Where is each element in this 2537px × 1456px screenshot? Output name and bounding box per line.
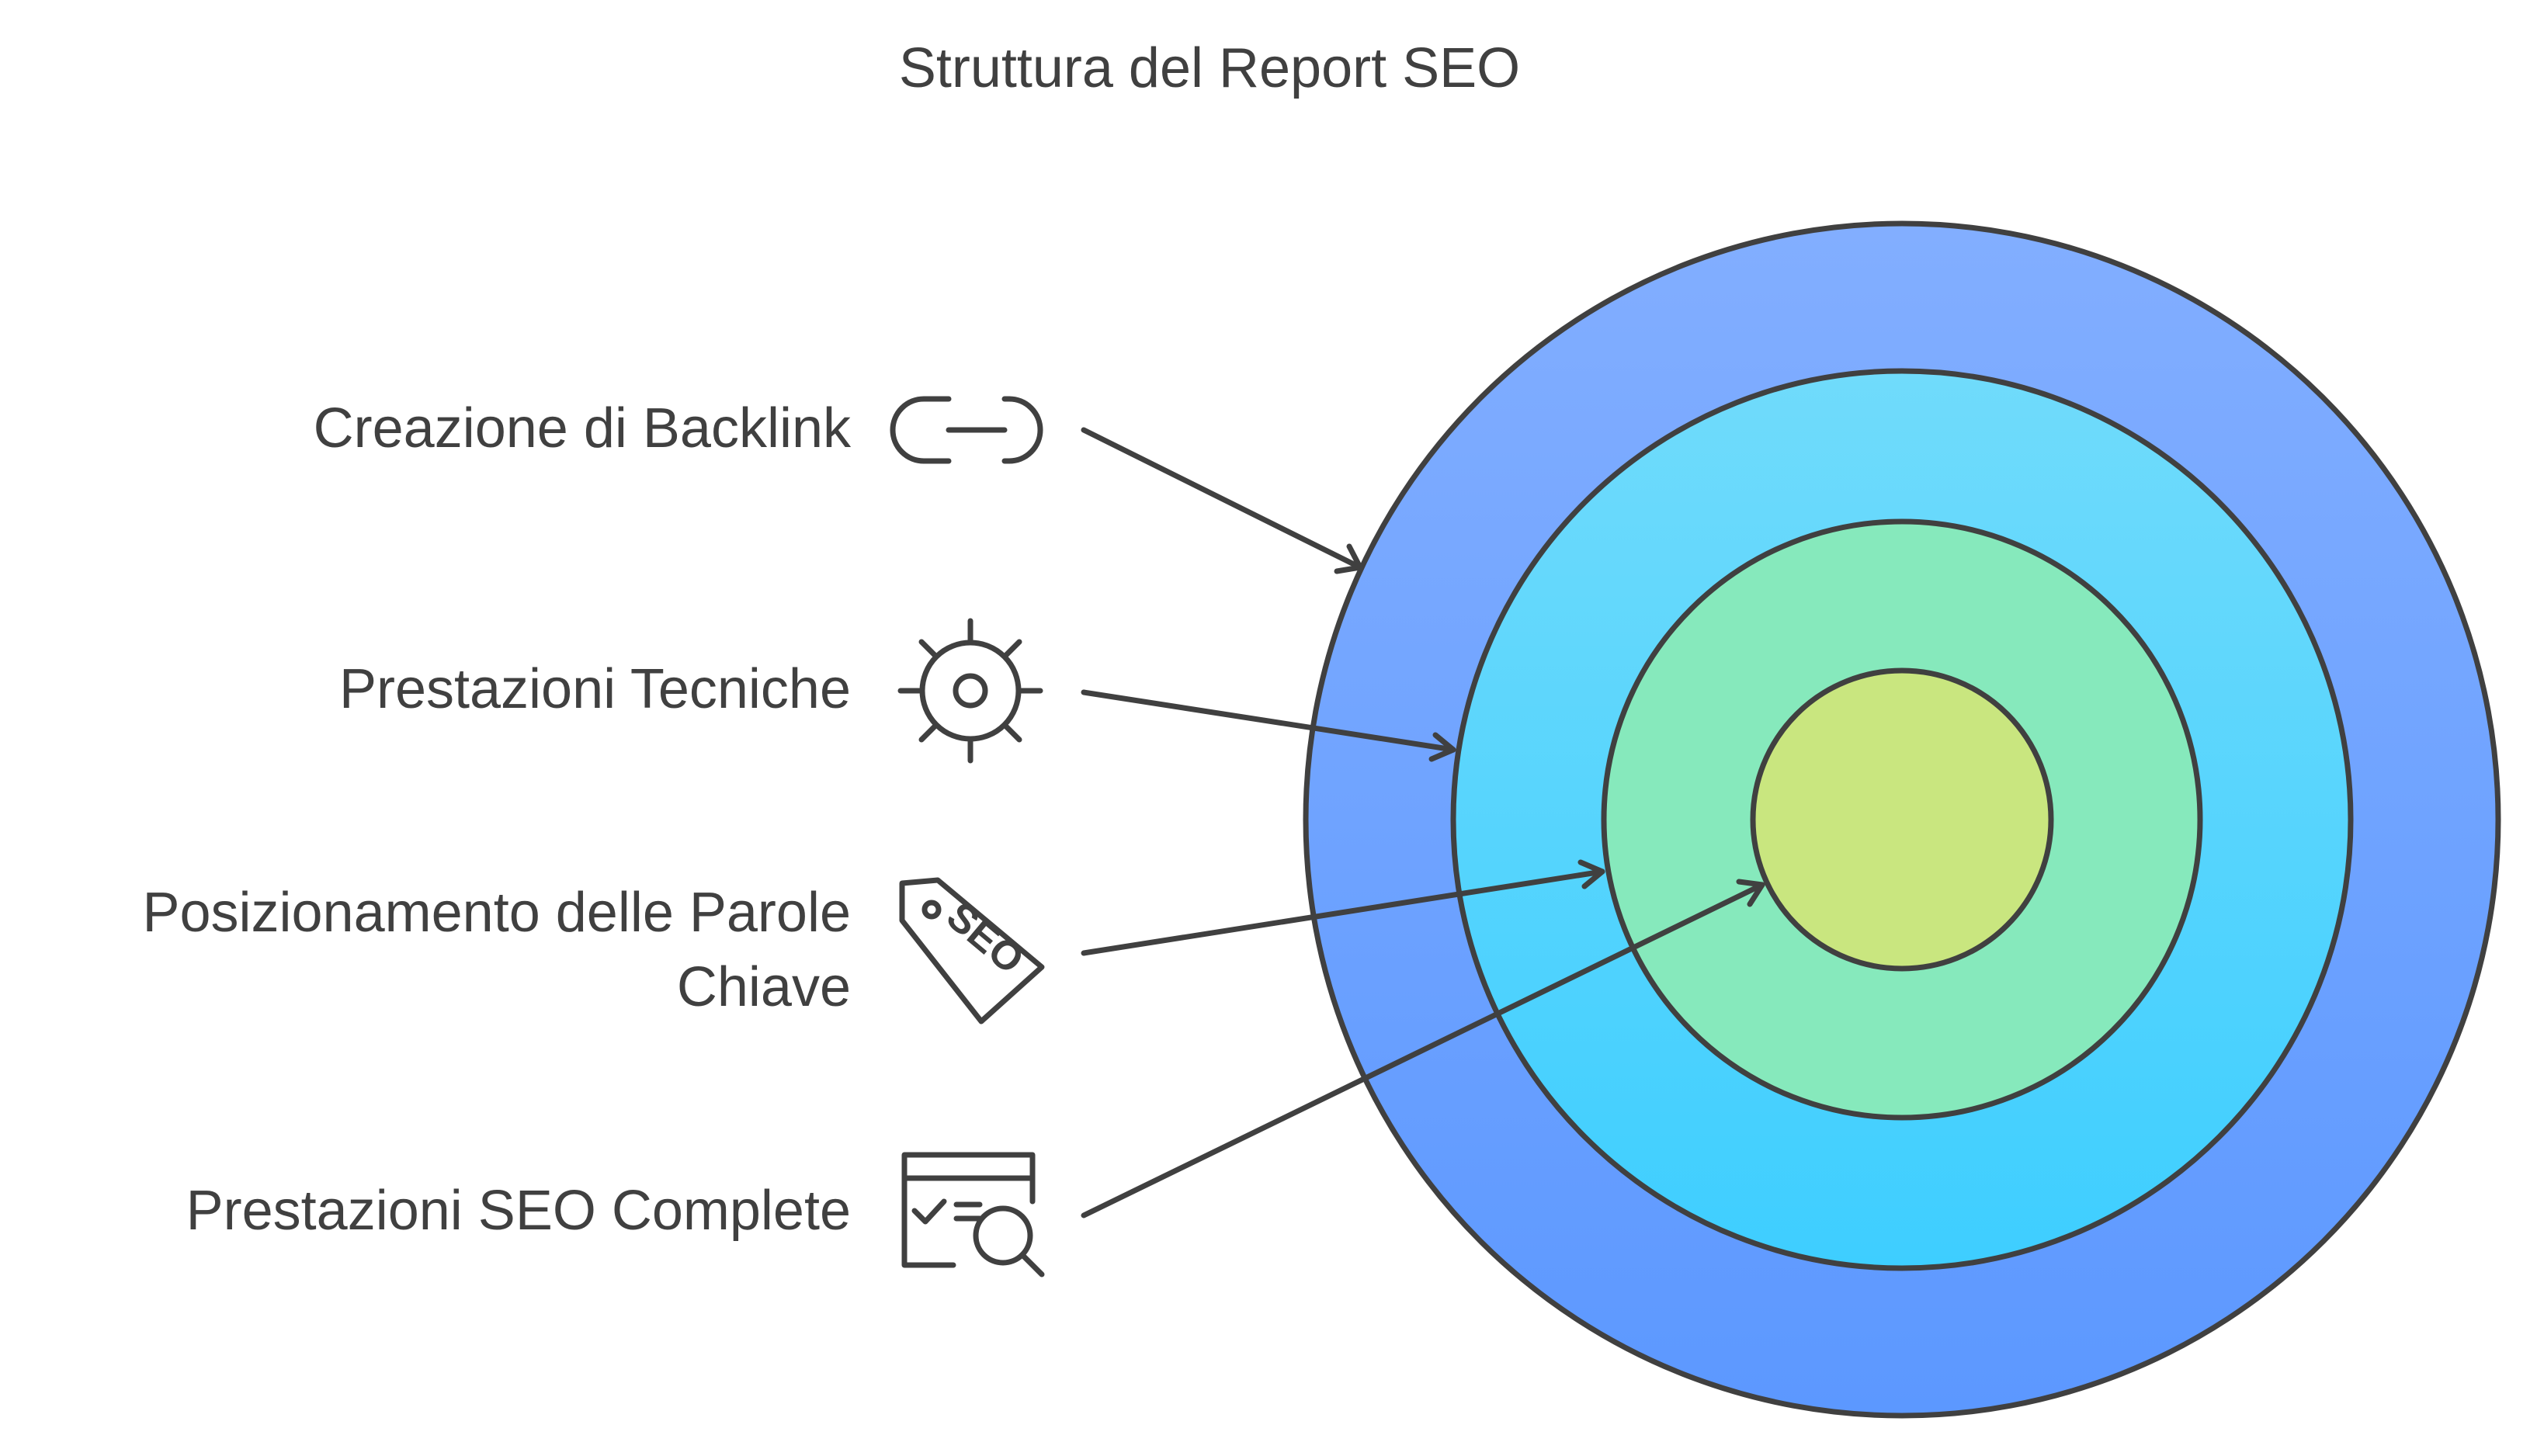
label-complete: Prestazioni SEO Complete [186, 1180, 851, 1242]
label-backlink: Creazione di Backlink [314, 397, 852, 459]
seo-tag-text: SEO [938, 893, 1032, 983]
label-technical: Prestazioni Tecniche [339, 658, 851, 720]
item-labels: Creazione di Backlink Prestazioni Tecnic… [142, 397, 852, 1242]
diagram-title: Struttura del Report SEO [899, 37, 1520, 99]
ring-core [1750, 667, 2054, 972]
arrow-complete [1081, 879, 1765, 1219]
label-keywords-line2: Chiave [677, 956, 851, 1018]
label-keywords-line1: Posizionamento delle Parole [142, 882, 851, 944]
connector-arrows [1081, 427, 1765, 1219]
seo-tag-icon: SEO [899, 877, 1045, 1024]
seo-audit-icon [901, 1152, 1045, 1277]
gear-icon [897, 618, 1043, 764]
arrow-technical [1081, 689, 1456, 762]
arrow-keywords [1081, 859, 1605, 956]
link-icon [890, 396, 1043, 464]
target-rings [1303, 220, 2501, 1419]
arrow-backlink [1081, 427, 1363, 574]
